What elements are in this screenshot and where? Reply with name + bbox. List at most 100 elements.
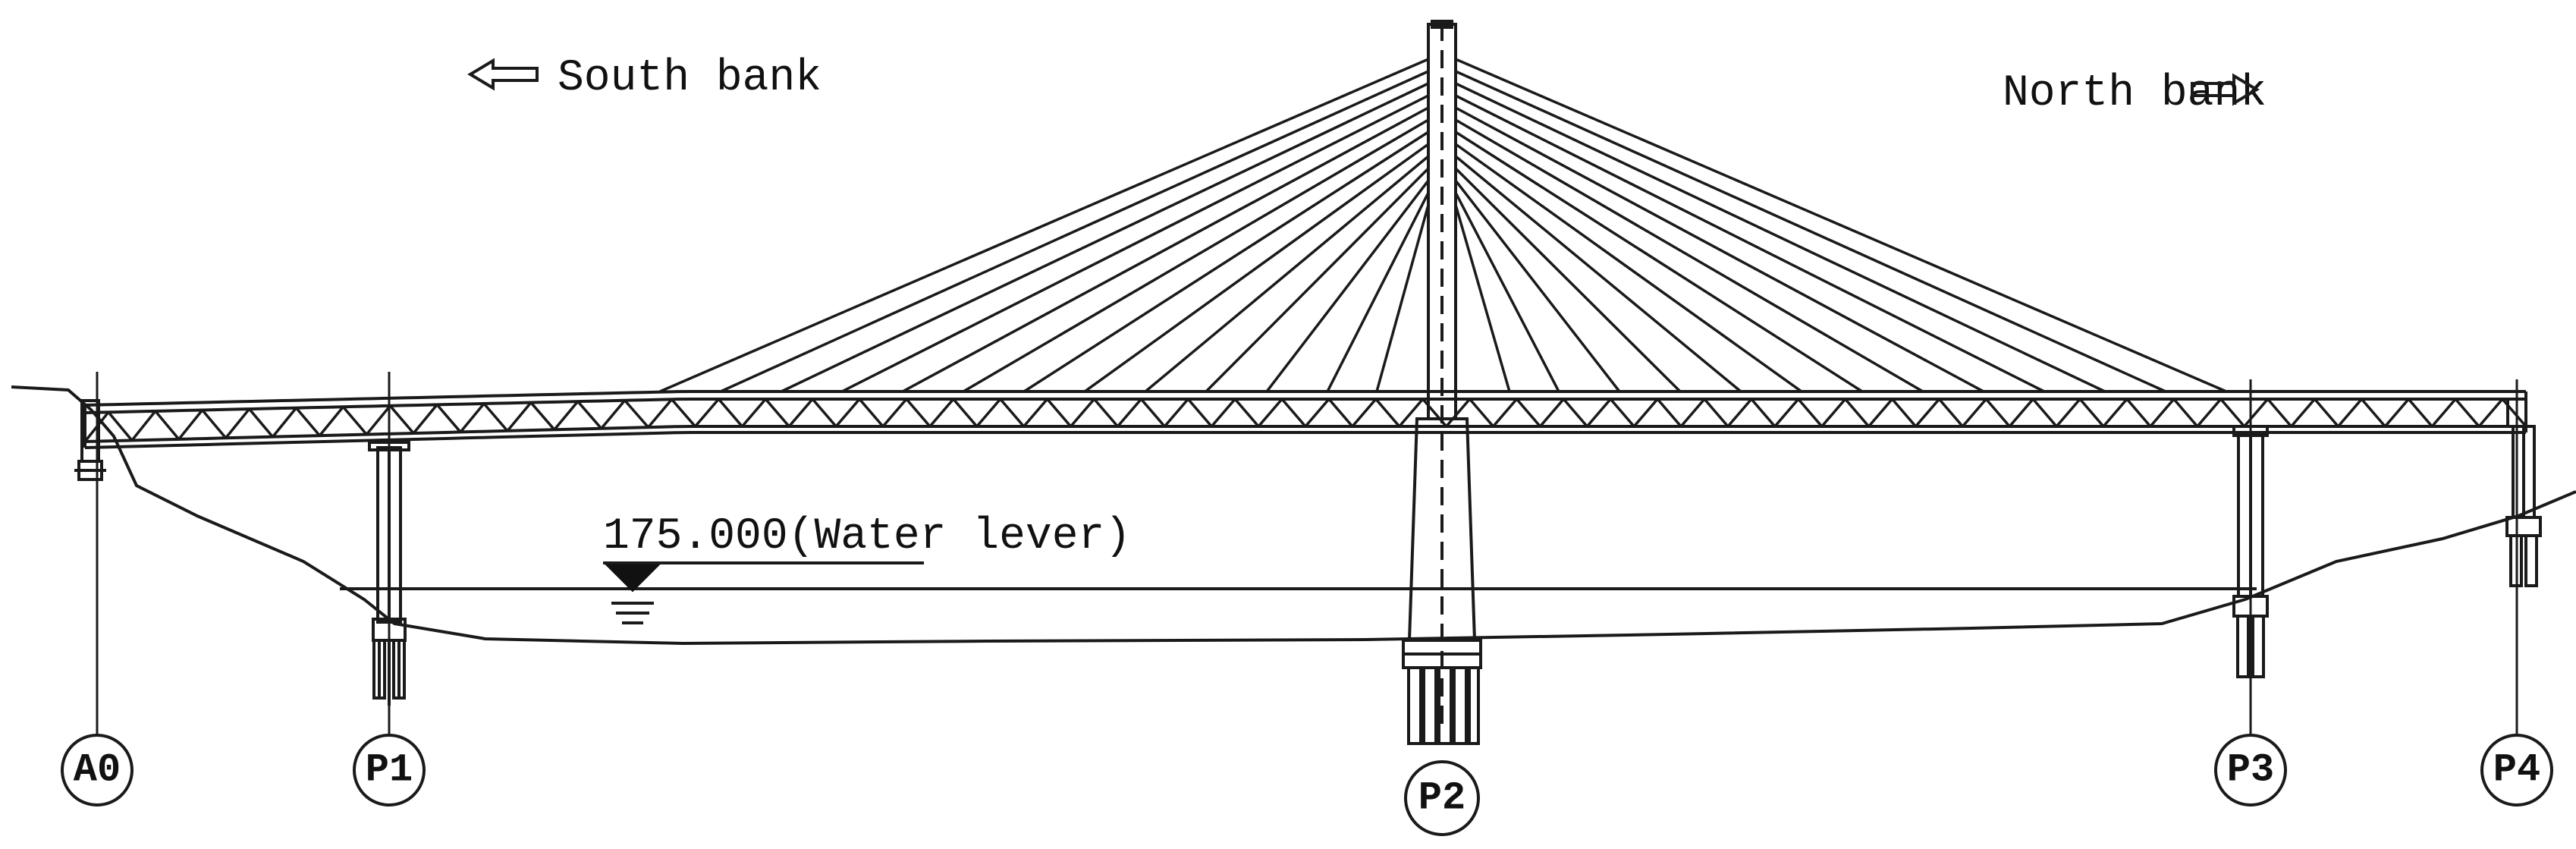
truss-diagonal: [1046, 398, 1072, 428]
support-id-p3: P3: [2227, 748, 2274, 793]
truss-diagonal: [1257, 398, 1283, 428]
south-bank-annotation: South bank: [467, 54, 821, 103]
truss-diagonal: [1469, 398, 1494, 428]
support-label-a0: A0: [61, 734, 134, 807]
support-label-p3: P3: [2214, 734, 2287, 807]
truss-diagonal: [2407, 398, 2433, 428]
arrow-right-icon: [2191, 73, 2260, 106]
support-label-p4: P4: [2480, 734, 2553, 807]
truss-diagonal: [1186, 398, 1213, 428]
truss-diagonal: [319, 406, 344, 437]
stay-cable-right: [1454, 143, 1803, 393]
truss-diagonal: [1844, 398, 1870, 428]
truss-diagonal: [1233, 398, 1260, 428]
water-level-label: 175.000(Water lever): [603, 512, 1131, 561]
truss-diagonal: [624, 399, 649, 429]
stay-cable-left: [1375, 204, 1430, 392]
pier-p1: [368, 441, 410, 706]
truss-diagonal: [2454, 398, 2480, 428]
truss-diagonal: [1093, 398, 1119, 428]
truss-top-chord-inner: [84, 398, 2526, 414]
truss-diagonal: [1797, 398, 1824, 428]
support-id-a0: A0: [74, 748, 121, 793]
stay-cable-right: [1455, 106, 1984, 393]
truss-diagonal: [2031, 398, 2058, 428]
truss-diagonal: [107, 411, 134, 442]
stay-cables: [659, 58, 2227, 393]
truss-diagonal: [1773, 398, 1800, 428]
truss-diagonal: [388, 404, 415, 435]
truss-diagonal: [201, 409, 227, 439]
truss-diagonal: [1374, 398, 1401, 428]
truss-diagonal: [2055, 398, 2081, 428]
stay-cable-right: [1455, 118, 1924, 393]
truss-diagonal: [1750, 398, 1776, 428]
truss-diagonal: [2384, 398, 2410, 428]
truss-diagonal: [741, 398, 767, 428]
truss-diagonal: [905, 398, 931, 428]
truss-diagonal: [2149, 398, 2175, 428]
truss-diagonal: [1422, 398, 1447, 428]
support-label-p1: P1: [353, 734, 426, 807]
support-id-p1: P1: [366, 748, 413, 793]
stay-cable-left: [963, 118, 1429, 393]
truss-diagonal: [1915, 398, 1940, 428]
stay-cable-left: [659, 58, 1429, 393]
truss-diagonal: [999, 398, 1026, 428]
truss-diagonal: [1656, 398, 1682, 428]
stay-cable-left: [1265, 179, 1430, 393]
truss-diagonal: [1679, 398, 1706, 428]
water-level-marker: 175.000(Water lever): [603, 512, 1131, 624]
truss-diagonal: [1984, 398, 2011, 428]
truss-diagonal: [764, 398, 790, 428]
truss-diagonal: [2102, 398, 2128, 428]
truss-diagonal: [694, 398, 720, 428]
truss-diagonal: [2430, 398, 2457, 428]
truss-diagonal: [1726, 398, 1753, 428]
stay-cable-left: [720, 70, 1429, 393]
truss-diagonal: [600, 399, 627, 429]
stay-cable-right: [1454, 167, 1682, 393]
truss-diagonal: [177, 409, 204, 440]
truss-diagonal: [2243, 398, 2269, 428]
truss-diagonal: [2361, 398, 2386, 428]
truss-diagonal: [459, 402, 485, 433]
truss-diagonal: [952, 398, 979, 428]
stay-cable-left: [841, 94, 1429, 393]
truss-diagonal: [834, 398, 861, 428]
stay-cable-left: [1205, 167, 1430, 393]
truss-diagonal: [1938, 398, 1964, 428]
north-bank-annotation: North bank: [2003, 69, 2267, 118]
truss-diagonal: [225, 407, 250, 439]
stay-cable-left: [781, 82, 1429, 393]
truss-diagonal: [1632, 398, 1659, 428]
truss-diagonal: [130, 410, 157, 442]
truss-diagonal: [975, 398, 1002, 428]
stay-cable-left: [1023, 130, 1429, 393]
truss-diagonal: [435, 404, 462, 433]
riverbed-profile: [11, 385, 2576, 646]
truss-diagonal: [248, 407, 274, 438]
stay-cable-right: [1455, 58, 2227, 393]
truss-diagonal: [1304, 398, 1330, 428]
truss-diagonal: [2219, 398, 2246, 428]
truss-diagonal: [506, 401, 532, 432]
stay-cable-right: [1454, 179, 1621, 393]
truss-diagonal: [2501, 398, 2527, 428]
truss-diagonal: [482, 402, 509, 432]
truss-diagonal: [1117, 398, 1142, 428]
truss-diagonal: [1327, 398, 1354, 428]
truss-bottom-chord: [84, 431, 2526, 449]
stay-cable-right: [1455, 94, 2045, 393]
truss-girder: [83, 390, 2527, 449]
truss-diagonal: [2477, 398, 2504, 428]
truss-diagonal: [1962, 398, 1987, 428]
truss-diagonal: [83, 411, 110, 443]
support-id-p4: P4: [2493, 748, 2540, 793]
truss-diagonal: [1492, 398, 1518, 428]
truss-top-chord: [84, 390, 2526, 407]
support-id-p2: P2: [1418, 776, 1465, 821]
truss-diagonal: [811, 398, 837, 428]
stay-cable-right: [1454, 192, 1560, 392]
truss-diagonal: [881, 398, 908, 428]
